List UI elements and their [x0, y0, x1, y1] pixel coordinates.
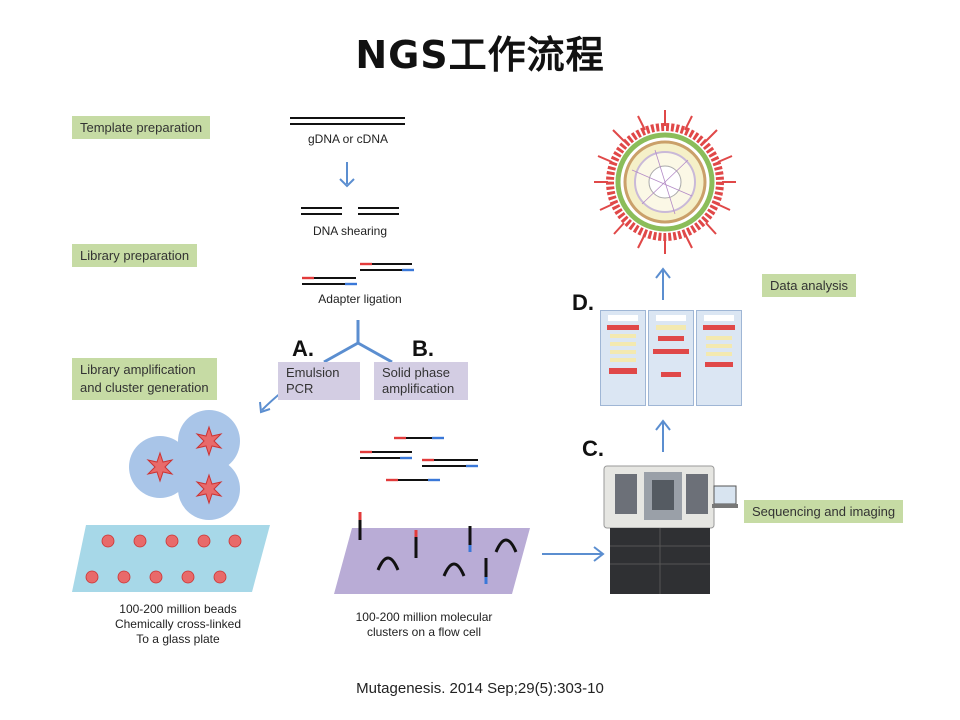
stage-data-analysis: Data analysis	[762, 274, 857, 297]
method-a-box: Emulsion PCR	[278, 362, 360, 400]
sequencer-machine	[603, 465, 738, 594]
caption-clusters: 100-200 million molecular clusters on a …	[334, 610, 514, 640]
stage-library-preparation: Library preparation	[72, 244, 198, 267]
method-a-letter: A.	[292, 336, 314, 361]
analysis-panel-1	[600, 310, 646, 406]
caption-beads-line1: 100-200 million beads	[119, 602, 237, 616]
caption-beads-line2: Chemically cross-linked	[114, 617, 242, 631]
method-b-line2: amplification	[382, 381, 455, 396]
arrow-up-2	[655, 267, 671, 300]
method-b-letter: B.	[412, 336, 434, 361]
split-arrow	[323, 320, 393, 364]
analysis-panel-3	[696, 310, 742, 406]
step-d-letter: D.	[572, 290, 594, 315]
stage-library-amplification-line2: and cluster generation	[80, 380, 209, 395]
label-dna-shearing: DNA shearing	[312, 224, 388, 238]
stage-sequencing-imaging: Sequencing and imaging	[744, 500, 904, 523]
step-c-letter: C.	[582, 436, 604, 461]
analysis-panel-2	[648, 310, 694, 406]
method-b-box: Solid phase amplification	[374, 362, 468, 400]
method-a-line1: Emulsion	[286, 365, 340, 380]
citation: Mutagenesis. 2014 Sep;29(5):303-10	[356, 680, 604, 697]
label-gdna: gDNA or cDNA	[307, 132, 389, 146]
caption-beads: 100-200 million beads Chemically cross-l…	[88, 602, 268, 647]
page-title: NGS工作流程	[355, 33, 605, 77]
arrow-down-1	[339, 162, 355, 188]
sheared-dna	[301, 207, 399, 215]
glass-plate	[72, 525, 270, 592]
emulsion-beads	[129, 410, 240, 520]
label-adapter-ligation: Adapter ligation	[318, 292, 402, 306]
method-b-line1: Solid phase	[382, 365, 450, 380]
circos-plot	[594, 110, 736, 254]
stage-template-preparation: Template preparation	[72, 116, 211, 139]
stage-library-amplification: Library amplification and cluster genera…	[72, 358, 217, 400]
arrow-up-1	[655, 419, 671, 452]
caption-clusters-line1: 100-200 million molecular	[355, 610, 493, 624]
caption-clusters-line2: clusters on a flow cell	[366, 625, 482, 639]
amplified-fragments	[360, 436, 478, 482]
adapter-fragments	[302, 262, 414, 286]
caption-beads-line3: To a glass plate	[136, 632, 220, 646]
workflow-diagram: Template preparation Library preparation…	[72, 100, 932, 660]
gdna-strands	[290, 117, 405, 125]
diagram-graphics	[72, 110, 738, 594]
stage-library-amplification-line1: Library amplification	[80, 362, 196, 377]
flow-cell	[334, 512, 530, 594]
method-a-line2: PCR	[286, 381, 314, 396]
arrow-to-sequencer	[542, 546, 605, 562]
